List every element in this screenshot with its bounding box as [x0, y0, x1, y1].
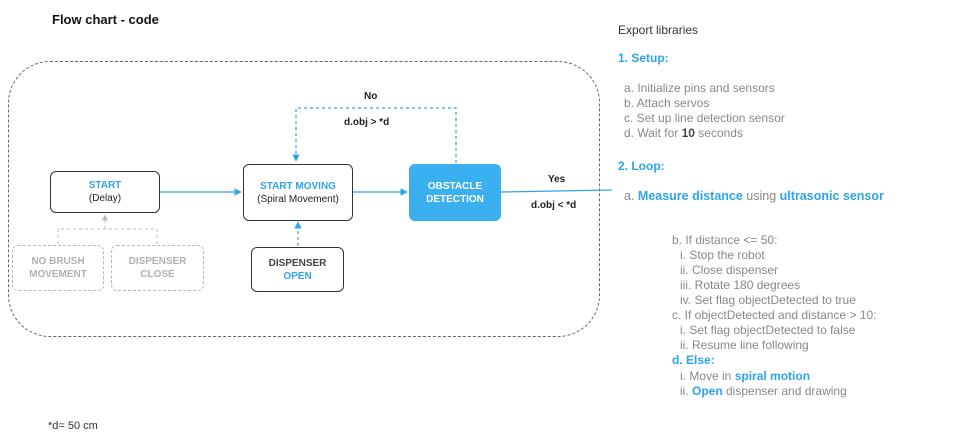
node-start: START (Delay)	[50, 171, 160, 213]
setup-step-b: b. Attach servos	[624, 96, 710, 110]
arrow-yes-out	[500, 189, 613, 193]
node-obstacle-line1: OBSTACLE	[427, 180, 483, 192]
node-no-brush-movement: NO BRUSH MOVEMENT	[12, 245, 104, 291]
node-dispenser-open: DISPENSER OPEN	[251, 247, 344, 292]
node-no-brush-line1: NO BRUSH	[31, 256, 85, 267]
else-step-ii: ii. Open dispenser and drawing	[680, 384, 847, 398]
label-no: No	[364, 91, 378, 102]
loop-c: c. If objectDetected and distance > 10:	[672, 308, 877, 322]
setup-heading: 1. Setup:	[618, 51, 669, 65]
node-start-title: START	[88, 180, 122, 191]
label-yes-condition: d.obj < *d	[531, 200, 577, 211]
setup-step-c: c. Set up line detection sensor	[624, 111, 785, 125]
label-yes: Yes	[548, 174, 566, 185]
loop-b: b. If distance <= 50:	[672, 233, 778, 247]
setup-steps: a. Initialize pins and sensors b. Attach…	[624, 81, 785, 141]
setup-step-a: a. Initialize pins and sensors	[624, 81, 775, 95]
flowchart-loop-container	[8, 61, 600, 337]
node-start-moving-title: START MOVING	[260, 180, 336, 192]
node-dispenser-open-line1: DISPENSER	[268, 257, 327, 269]
loop-c-ii: ii. Resume line following	[680, 338, 809, 352]
setup-step-d: d. Wait for 10 seconds	[624, 126, 743, 140]
else-steps: i. Move in spiral motion ii. Open dispen…	[680, 369, 847, 399]
loop-b-iii: iii. Rotate 180 degrees	[680, 278, 801, 292]
node-obstacle-line2: DETECTION	[426, 193, 484, 205]
arrow-no-loop	[292, 107, 457, 163]
loop-step-a: a. Measure distance using ultrasonic sen…	[624, 189, 884, 203]
node-dispenser-close-line1: DISPENSER	[128, 256, 187, 267]
node-dispenser-open-line2: OPEN	[283, 270, 312, 282]
else-step-i: i. Move in spiral motion	[680, 369, 811, 383]
node-obstacle-detection: OBSTACLE DETECTION	[409, 164, 501, 221]
loop-condition-lines: b. If distance <= 50: i. Stop the robot …	[672, 233, 876, 353]
export-libraries: Export libraries	[618, 23, 699, 37]
node-no-brush-line2: MOVEMENT	[29, 269, 87, 280]
node-start-sub: (Delay)	[88, 193, 122, 204]
label-no-condition: d.obj > *d	[344, 117, 390, 128]
loop-c-i: i. Set flag objectDetected to false	[680, 323, 856, 337]
loop-b-i: i. Stop the robot	[680, 248, 765, 262]
page-title: Flow chart - code	[52, 12, 159, 27]
node-dispenser-close: DISPENSER CLOSE	[111, 245, 204, 291]
loop-b-iv: iv. Set flag objectDetected to true	[680, 293, 856, 307]
loop-b-ii: ii. Close dispenser	[680, 263, 779, 277]
arrow-grey-branch	[57, 228, 158, 244]
else-heading: d. Else:	[672, 353, 715, 367]
node-start-moving: START MOVING (Spiral Movement)	[243, 164, 353, 221]
loop-heading: 2. Loop:	[618, 159, 665, 173]
footnote: *d= 50 cm	[48, 420, 98, 432]
node-dispenser-close-line2: CLOSE	[140, 269, 175, 280]
node-start-moving-sub: (Spiral Movement)	[257, 193, 339, 205]
